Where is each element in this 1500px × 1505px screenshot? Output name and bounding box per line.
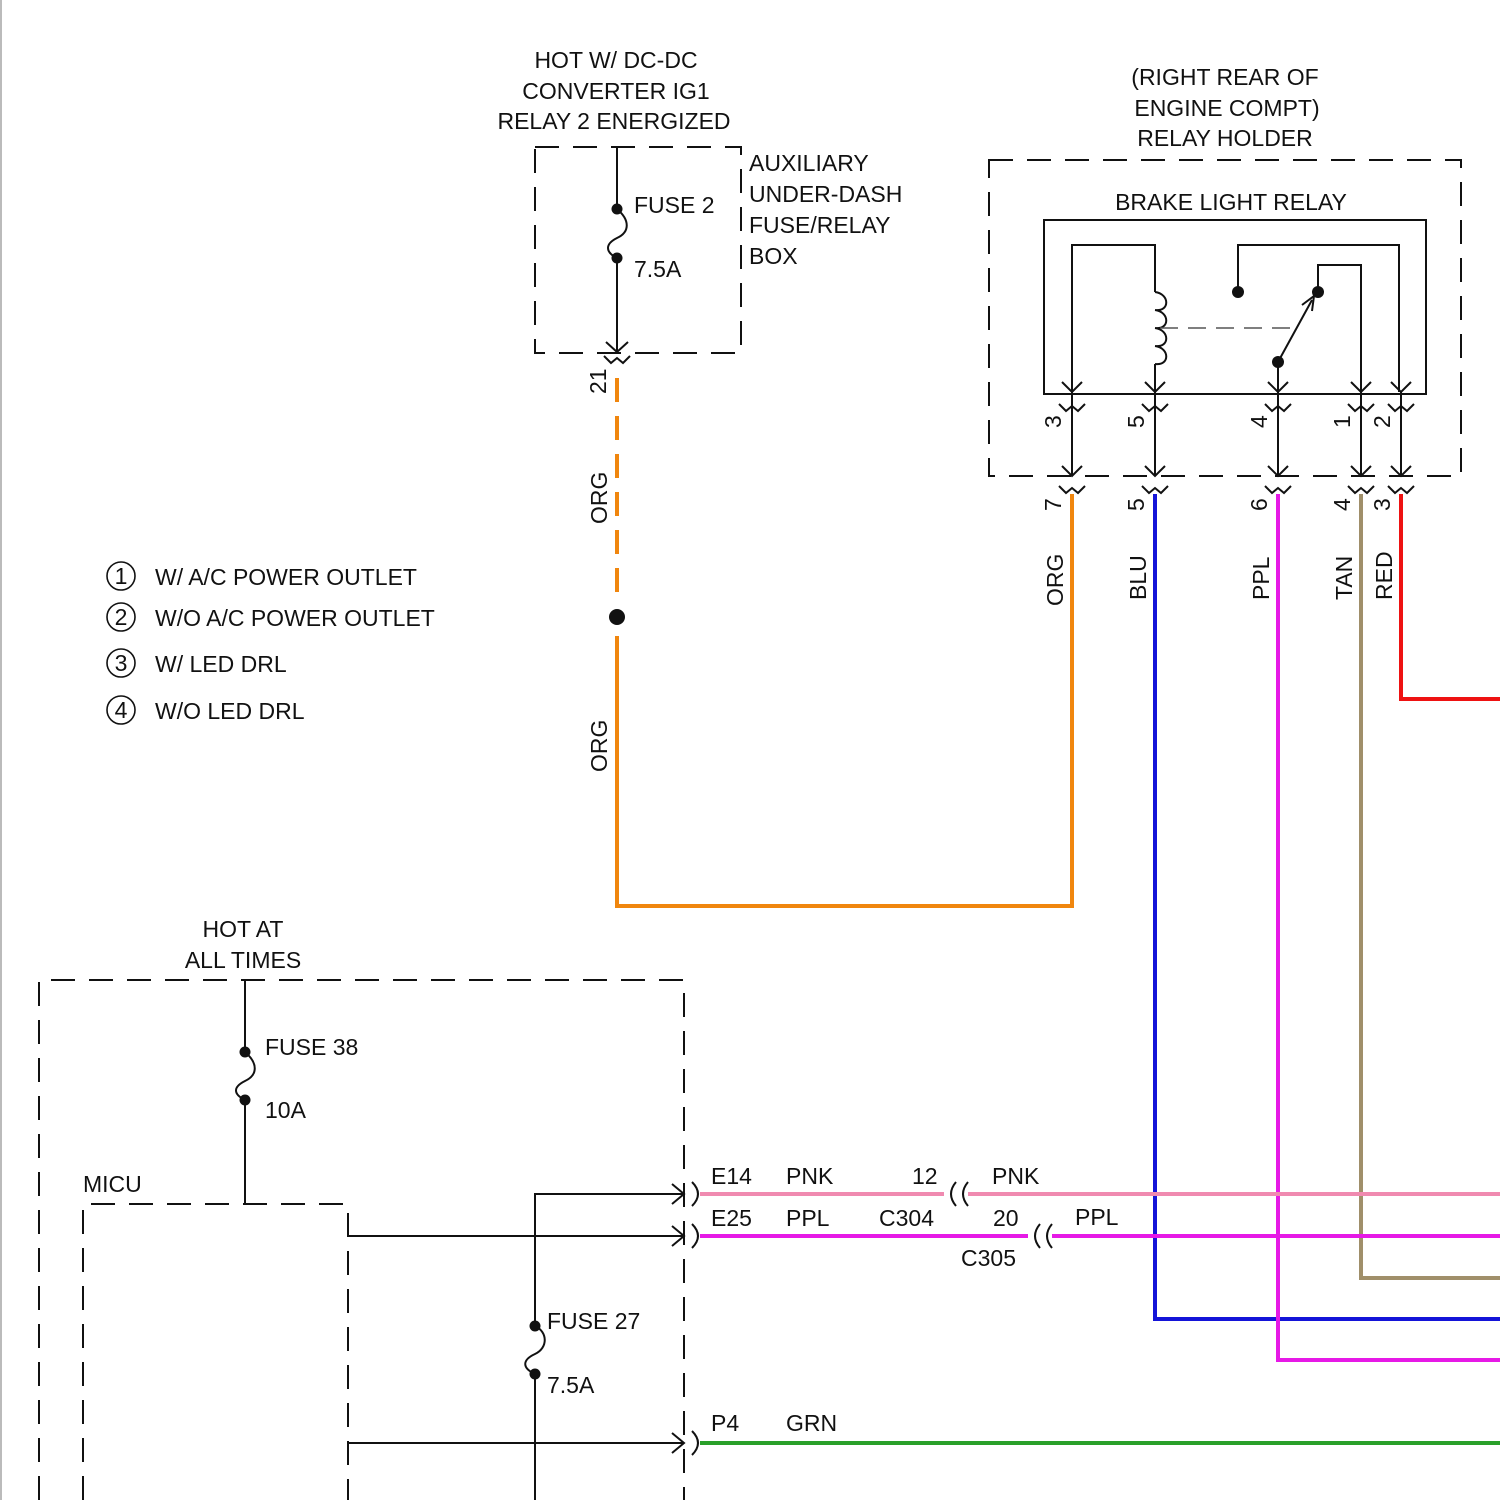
fuse-2-icon [608,209,627,258]
wire-color-label: ORG [586,720,612,772]
legend-item: W/ A/C POWER OUTLET [155,564,417,590]
location-label-line: ENGINE COMPT) [1134,95,1319,121]
fuse-rating: 10A [265,1097,307,1123]
micu-outline [83,1204,348,1500]
output-pin: E14 [711,1163,752,1189]
wire-color-label: ORG [586,472,612,524]
relay-pin-number: 4 [1246,415,1272,428]
legend-number: 4 [115,697,128,723]
connector-icon [1265,486,1291,493]
fuse-27-icon [525,1326,545,1374]
supply-label-line: HOT W/ DC-DC [534,47,697,73]
under-dash-box-outline [39,980,684,1500]
supply-label-line: RELAY 2 ENERGIZED [497,108,730,134]
connector-pin: 21 [585,368,611,394]
connector-name: C305 [961,1245,1016,1271]
fuse-38-icon [236,1052,255,1100]
wire-color-label: PPL [1248,556,1274,600]
location-label-line: RELAY HOLDER [1137,125,1313,151]
connector-pin: 12 [912,1163,938,1189]
harness-pin-number: 3 [1369,498,1395,511]
relay-holder: (RIGHT REAR OF ENGINE COMPT) RELAY HOLDE… [989,64,1461,606]
relay-pin-number: 3 [1040,415,1066,428]
wire-color-label: PNK [786,1163,834,1189]
box-label-line: BOX [749,243,798,269]
arrow-icon [1391,382,1411,392]
coil-circuit-line [1072,245,1155,392]
connector-icon [1059,486,1085,493]
legend-item: W/O LED DRL [155,698,305,724]
relay-switch-icon [1278,300,1312,362]
relay-body [1044,220,1426,394]
connector-gap [1028,1222,1052,1250]
legend-number: 2 [115,604,128,630]
connector-icon [1348,486,1374,493]
output-pin: E25 [711,1205,752,1231]
connector-icon [1142,486,1168,493]
fuse-box-outline [535,147,741,353]
connector-pin: 20 [993,1205,1019,1231]
output-pin: P4 [711,1410,739,1436]
fuse-27-line [535,1194,684,1326]
connector-icon [692,1431,698,1455]
wire-color-label: BLU [1125,555,1151,600]
tan-wire [1361,494,1500,1278]
org-wire [617,494,1072,906]
harness-pin-number: 4 [1329,498,1355,511]
ppl-wire [1278,494,1500,1360]
wire-color-label: RED [1371,551,1397,600]
fuse-name: FUSE 2 [634,192,715,218]
switch-circuit-line [1318,265,1361,392]
supply-label-line: CONVERTER IG1 [522,78,709,104]
location-label-line: (RIGHT REAR OF [1131,64,1318,90]
supply-label-line: HOT AT [203,916,284,942]
legend-number: 1 [115,563,128,589]
wire-color-label: GRN [786,1410,837,1436]
harness-pin-number: 7 [1040,498,1066,511]
connector-icon [604,356,630,363]
connector-gap [944,1180,968,1208]
connector-icon [692,1182,698,1206]
wire-color-label: ORG [1042,554,1068,606]
connector-icon [692,1224,698,1248]
harness-pin-number: 6 [1246,498,1272,511]
wire-color-label: PPL [786,1205,830,1231]
switch-contact [1232,286,1244,298]
box-label-line: FUSE/RELAY [749,212,890,238]
fuse-rating: 7.5A [634,256,682,282]
legend-item: W/O A/C POWER OUTLET [155,605,435,631]
harness-pin-number: 5 [1123,498,1149,511]
legend-number: 3 [115,650,128,676]
fuse-rating: 7.5A [547,1372,595,1398]
wire-color-label: TAN [1331,556,1357,600]
wire-color-label: PPL [1075,1204,1119,1230]
legend: 1 W/ A/C POWER OUTLET 2 W/O A/C POWER OUTLE… [107,562,435,724]
red-wire [1401,494,1500,699]
legend-item: W/ LED DRL [155,651,287,677]
relay-name: BRAKE LIGHT RELAY [1115,189,1347,215]
relay-pin-number: 5 [1123,415,1149,428]
supply-label-line: ALL TIMES [185,947,301,973]
relay-pin-number: 1 [1329,415,1355,428]
micu-label: MICU [83,1171,142,1197]
connector-icon [1388,486,1414,493]
box-label-line: AUXILIARY [749,150,869,176]
box-label-line: UNDER-DASH [749,181,902,207]
fuse-name: FUSE 38 [265,1034,358,1060]
aux-fuse-box: HOT W/ DC-DC CONVERTER IG1 RELAY 2 ENERG… [497,47,1072,906]
wire-color-label: PNK [992,1163,1040,1189]
micu-fuse-box: HOT AT ALL TIMES FUSE 38 10A MICU FUSE 2… [39,916,698,1500]
connector-name: C304 [879,1205,934,1231]
fuse-name: FUSE 27 [547,1308,640,1334]
splice-point [609,609,625,625]
relay-pin-number: 2 [1369,415,1395,428]
